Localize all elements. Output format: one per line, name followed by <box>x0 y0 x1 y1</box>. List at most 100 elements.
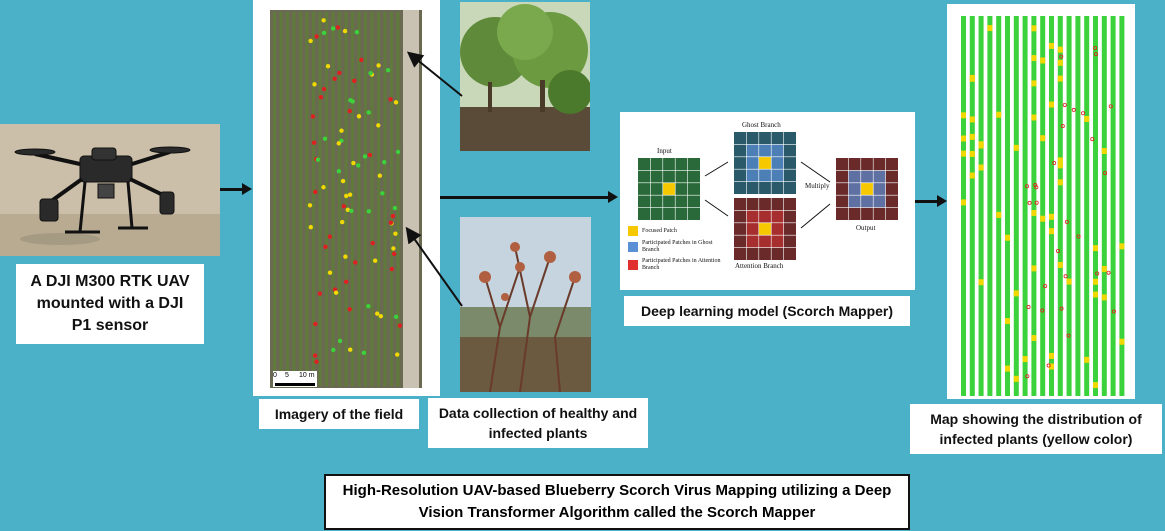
map-row <box>1084 16 1090 396</box>
scale-0: 0 <box>273 372 277 379</box>
map-row <box>1093 16 1098 396</box>
field-marker <box>312 353 318 358</box>
infected-patch <box>969 116 975 123</box>
input-label: Input <box>657 147 672 155</box>
field-marker <box>388 97 393 102</box>
field-marker <box>325 64 331 69</box>
model-diagram: Input Ghost Branch Attention Branch Mult… <box>620 112 915 290</box>
field-marker <box>330 26 336 31</box>
infected-patch <box>961 112 966 119</box>
map-panel <box>947 4 1135 399</box>
field-marker <box>395 352 400 357</box>
infected-patch <box>1049 228 1054 235</box>
infected-patch <box>1013 375 1019 382</box>
field-marker <box>378 313 384 319</box>
field-marker <box>367 152 373 158</box>
infected-patch <box>1057 261 1063 268</box>
field-marker <box>370 240 375 246</box>
infected-patch <box>996 211 1002 218</box>
field-marker <box>351 160 356 166</box>
infected-patch <box>1049 352 1054 359</box>
legend-swatch-focused <box>628 226 638 236</box>
field-marker <box>311 140 317 145</box>
field-marker <box>321 30 327 36</box>
map-marker <box>1043 284 1048 289</box>
field-marker <box>313 321 318 327</box>
infected-patch <box>1049 42 1054 49</box>
map-row <box>961 16 966 396</box>
map-marker <box>1060 124 1065 129</box>
model-caption: Deep learning model (Scorch Mapper) <box>624 296 910 326</box>
field-marker <box>317 291 323 296</box>
field-marker <box>312 82 317 87</box>
scale-10m: 10 m <box>299 372 315 379</box>
map-row <box>1119 16 1125 396</box>
field-marker <box>342 28 348 34</box>
map-row <box>987 16 993 396</box>
map-marker <box>1103 171 1108 176</box>
field-imagery-panel: 0 5 10 m <box>253 0 440 396</box>
field-marker <box>391 246 396 251</box>
infected-patch <box>1057 157 1063 164</box>
infected-patch <box>1040 215 1046 222</box>
field-marker <box>352 78 357 83</box>
infected-patch <box>987 25 993 32</box>
field-marker <box>393 100 399 105</box>
field-marker <box>337 338 343 344</box>
map-row <box>1057 16 1063 396</box>
infected-patch <box>1057 46 1063 53</box>
field-marker <box>368 70 373 76</box>
infected-patch <box>1119 243 1125 250</box>
infected-patch <box>1049 101 1054 108</box>
field-marker <box>337 70 342 76</box>
infected-patch <box>969 133 975 140</box>
field-marker <box>336 141 341 146</box>
map-marker <box>1034 185 1039 190</box>
field-marker <box>321 18 326 23</box>
infected-patch <box>1093 382 1098 389</box>
map-marker <box>1059 306 1064 311</box>
infected-patch <box>1084 115 1090 122</box>
field-marker <box>377 173 383 178</box>
infected-plant-photo <box>460 217 591 392</box>
model-arrow <box>704 199 729 217</box>
arrow-head-2 <box>608 191 618 203</box>
field-marker <box>366 209 372 214</box>
field-marker <box>348 347 353 352</box>
figure-title: High-Resolution UAV-based Blueberry Scor… <box>324 474 910 530</box>
patch-grid <box>836 158 898 220</box>
model-arrow <box>800 203 831 229</box>
infected-plant-image <box>460 217 591 392</box>
map-marker <box>1052 161 1057 166</box>
field-marker <box>372 258 378 263</box>
infected-patch <box>1057 59 1063 66</box>
callout-arrows <box>405 51 463 307</box>
map-marker <box>1046 363 1051 368</box>
map-row <box>1075 16 1081 396</box>
map-caption: Map showing the distribution of infected… <box>910 404 1162 454</box>
infected-patch <box>978 142 984 149</box>
infected-patch <box>1101 294 1107 301</box>
field-marker <box>391 251 397 257</box>
field-marker <box>332 76 337 81</box>
field-marker <box>308 38 313 44</box>
distribution-map <box>961 16 1125 396</box>
map-marker <box>1025 184 1030 189</box>
field-marker <box>389 266 395 272</box>
map-marker <box>1040 308 1045 313</box>
infected-patch <box>1031 80 1037 87</box>
field-marker <box>375 311 380 316</box>
model-arrow <box>800 161 831 183</box>
infected-patch <box>1101 265 1107 272</box>
infected-patch <box>1013 290 1019 297</box>
infected-patch <box>1031 335 1037 342</box>
infected-patch <box>1013 144 1019 151</box>
field-marker <box>376 63 381 68</box>
infected-patch <box>1049 213 1054 220</box>
drone-photo <box>0 124 220 256</box>
map-row <box>978 16 984 396</box>
field-marker <box>308 224 314 230</box>
field-marker <box>343 254 348 259</box>
field-marker <box>395 149 401 155</box>
infected-patch <box>978 164 984 171</box>
